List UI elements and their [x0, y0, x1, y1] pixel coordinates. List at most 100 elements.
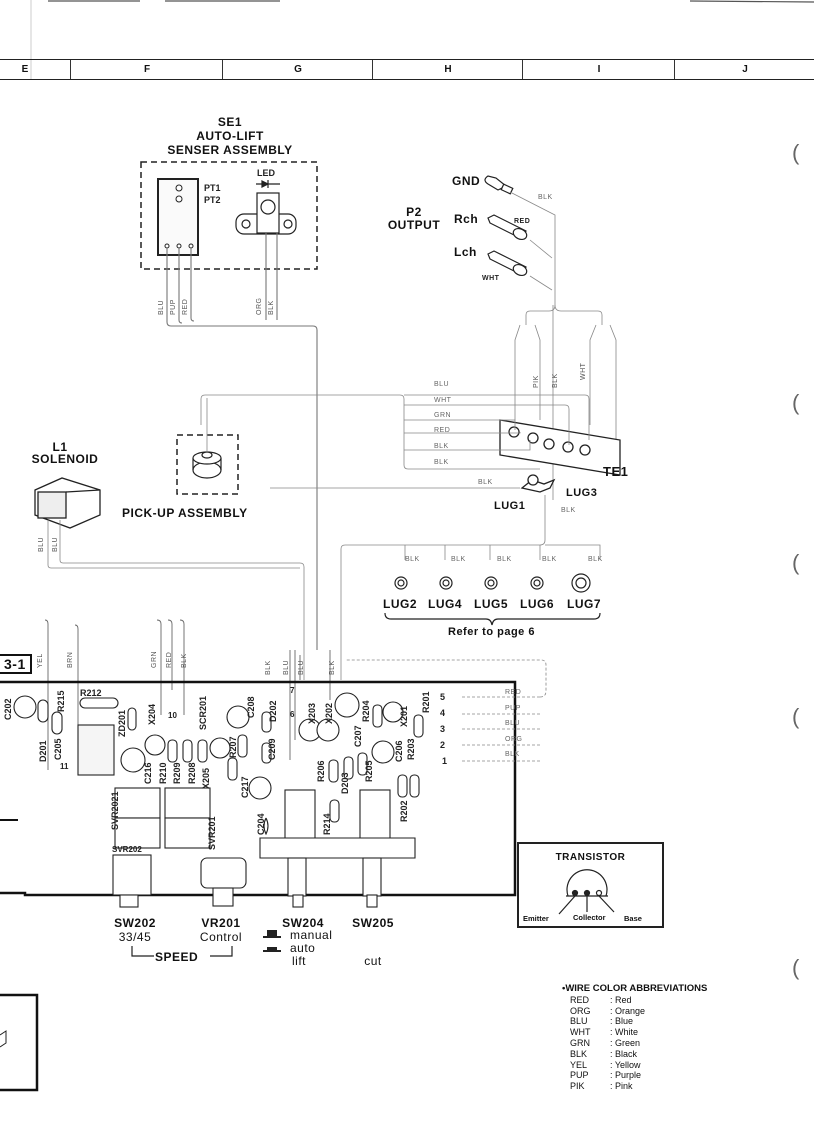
component-label: C209	[267, 738, 277, 760]
wire-label: GRN	[151, 650, 158, 668]
component-label: R212	[80, 688, 102, 698]
component-label: R203	[406, 738, 416, 760]
wire-label: WHT	[580, 362, 587, 380]
legend-row: PIK: Pink	[570, 1081, 633, 1092]
output-plugs	[484, 175, 528, 277]
vr201-label: VR201	[201, 916, 241, 930]
grid-col-j: J	[674, 60, 814, 79]
sw204-auto: auto	[290, 941, 316, 955]
component-label: X203	[307, 702, 317, 724]
top-rules	[30, 0, 814, 80]
vr201-desc: Control	[199, 930, 243, 944]
connector-wires	[345, 659, 547, 762]
sw204-manual: manual	[290, 928, 333, 942]
component-label: C208	[246, 696, 256, 718]
wire-label: GRN	[434, 412, 452, 419]
wire-label: PIK	[533, 375, 540, 388]
component-box-fragment	[0, 993, 39, 1092]
wire-label: BLU	[298, 659, 305, 675]
connector-pin: 5	[440, 692, 446, 702]
legend-row: PUP: Purple	[570, 1070, 642, 1081]
component-label: R214	[322, 813, 332, 835]
emitter-label: Emitter	[523, 914, 549, 923]
sensor-assembly-boundary	[140, 161, 318, 270]
wire-label: BLK	[588, 556, 603, 563]
component-label: C206	[394, 740, 404, 762]
wire-label: BLK	[497, 556, 512, 563]
wire-label: BLK	[552, 373, 559, 388]
legend-row: BLU: Blue	[570, 1016, 634, 1027]
pad-label: 7	[290, 686, 295, 695]
component-label: C217	[240, 776, 250, 798]
sw204-lift: lift	[292, 954, 306, 968]
transistor-pinout-box: TRANSISTOR Emitter Collector Base	[517, 842, 664, 928]
component-label: SVR202	[112, 845, 142, 854]
component-label: SVR2021	[110, 791, 120, 830]
legend-row: WHT: White	[570, 1027, 639, 1038]
collector-label: Collector	[573, 913, 606, 922]
led-holder	[235, 180, 297, 235]
wire-label: BLK	[434, 443, 449, 450]
rch-label: Rch	[454, 212, 479, 226]
component-label: D202	[268, 700, 278, 722]
wire-label: BLU	[38, 536, 45, 552]
lug3-label: LUG3	[566, 487, 598, 499]
lug4-label: LUG4	[428, 597, 463, 611]
wire-label: PUP	[505, 705, 521, 712]
legend-row: ORG: Orange	[570, 1005, 646, 1016]
legend-title: •WIRE COLOR ABBREVIATIONS	[562, 983, 708, 994]
wire-label: RED	[505, 689, 522, 696]
component-label: R206	[316, 760, 326, 782]
component-label: D203	[340, 772, 350, 794]
wire-label: BRN	[67, 651, 74, 668]
gnd-label: GND	[452, 174, 481, 188]
component-label: R210	[158, 762, 168, 784]
wire-label: BLK	[561, 507, 576, 514]
component-label: X201	[399, 705, 409, 727]
sw202-desc: 33/45	[118, 930, 152, 944]
component-label: R205	[364, 760, 374, 782]
pcb-outline	[0, 680, 517, 897]
lug6-label: LUG6	[520, 597, 555, 611]
pad-label: 10	[168, 711, 177, 720]
solenoid-ref: L1	[52, 440, 68, 454]
lug1-label: LUG1	[494, 500, 526, 512]
speed-bracket	[131, 946, 233, 957]
wire-label: BLK	[505, 751, 520, 758]
connector-pin: 4	[440, 708, 446, 718]
output-ref: P2	[406, 205, 422, 219]
terminal-strip	[499, 419, 621, 493]
wire-label: YEL	[37, 653, 44, 668]
grid-col-g: G	[222, 60, 373, 79]
component-label: R215	[56, 690, 66, 712]
wire-label: BLU	[158, 299, 165, 315]
connector-pin: 1	[442, 756, 448, 766]
grid-col-f: F	[70, 60, 223, 79]
pad-label: 11	[60, 762, 69, 771]
sw202-label: SW202	[114, 916, 156, 930]
lug2-label: LUG2	[383, 597, 418, 611]
grid-col-i: I	[522, 60, 675, 79]
component-label: C207	[353, 725, 363, 747]
refer-page-note: Refer to page 6	[448, 626, 535, 638]
component-label: R202	[399, 800, 409, 822]
wire-label: BLK	[434, 459, 449, 466]
component-label: X202	[324, 702, 334, 724]
led-label: LED	[257, 168, 275, 178]
pickup-glyph	[192, 451, 222, 479]
component-label: R208	[187, 762, 197, 784]
sensor-ref: SE1	[217, 115, 243, 129]
solenoid-glyph	[34, 477, 101, 529]
lug5-label: LUG5	[474, 597, 509, 611]
wire-label: BLU	[434, 381, 450, 388]
board-input-wires	[44, 619, 331, 770]
wire-label: BLU	[505, 720, 521, 727]
pt1-label: PT1	[204, 183, 221, 193]
lch-label: Lch	[454, 245, 477, 259]
wire-label: BLK	[451, 556, 466, 563]
wire-label: BLK	[329, 660, 336, 675]
pt2-label: PT2	[204, 195, 221, 205]
legend-row: BLK: Black	[570, 1048, 638, 1059]
component-label: X205	[201, 767, 211, 789]
